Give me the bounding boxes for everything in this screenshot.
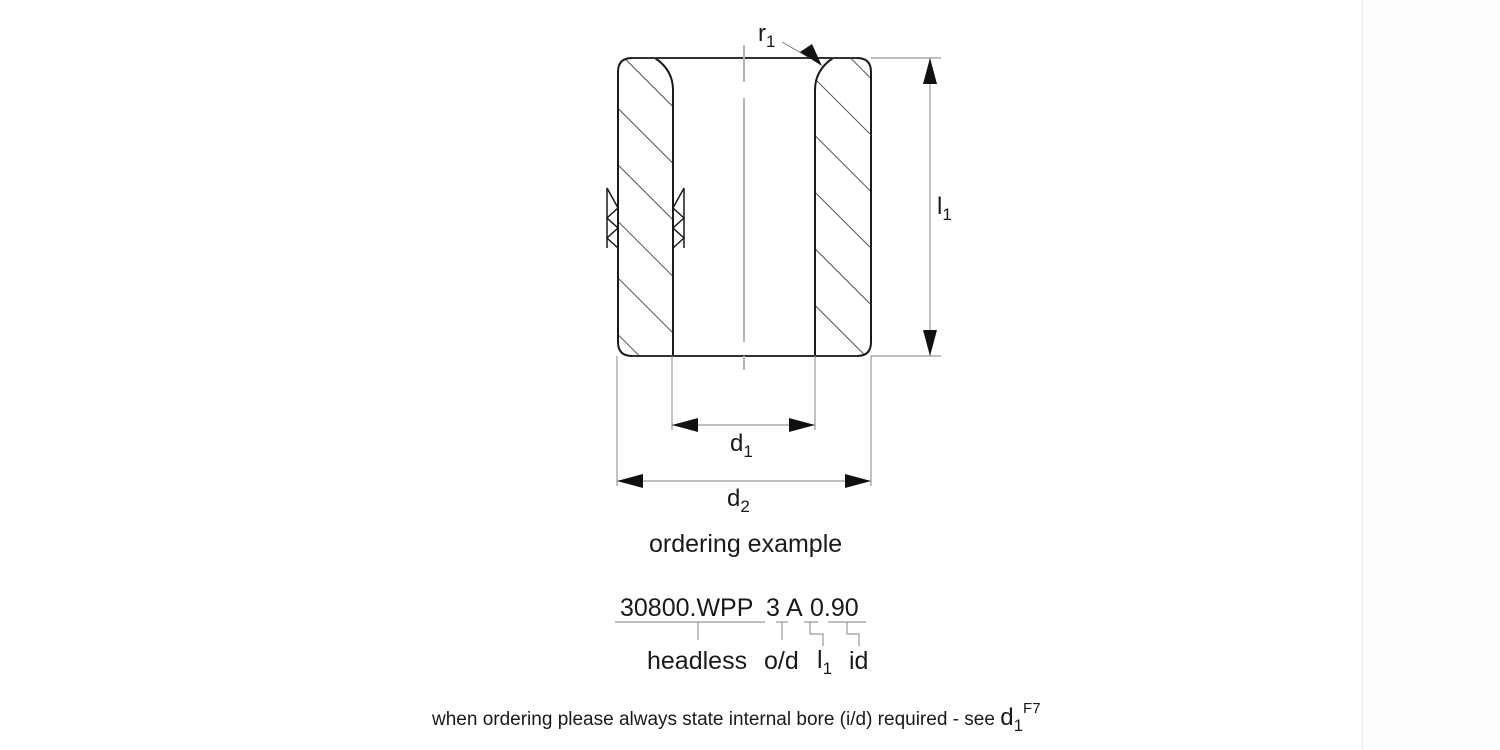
label-r1: r1 bbox=[758, 20, 776, 51]
label-l1: l1 bbox=[937, 193, 952, 224]
page-edge-divider bbox=[1362, 0, 1363, 750]
right-wall-section bbox=[814, 57, 872, 357]
ordering-note: when ordering please always state intern… bbox=[432, 700, 1041, 735]
surface-finish-marks bbox=[605, 187, 686, 249]
code-part-od: 3 bbox=[766, 594, 780, 622]
meaning-l1: l1 bbox=[817, 646, 833, 678]
l1-dimension bbox=[871, 57, 941, 357]
left-wall-section bbox=[617, 57, 674, 357]
ordering-example-title: ordering example bbox=[649, 530, 843, 558]
meaning-headless: headless bbox=[647, 647, 748, 675]
meaning-id: id bbox=[849, 647, 869, 675]
right-margin bbox=[1363, 0, 1500, 750]
d2-dimension bbox=[616, 356, 872, 488]
ordering-code-leaders bbox=[615, 621, 866, 646]
code-part-length: A bbox=[786, 594, 803, 622]
code-part-article: 30800.WPP bbox=[620, 594, 754, 622]
r1-leader bbox=[781, 41, 822, 66]
label-d1: d1 bbox=[730, 430, 753, 461]
meaning-od: o/d bbox=[764, 647, 799, 675]
label-d2: d2 bbox=[727, 485, 750, 516]
d1-dimension bbox=[671, 356, 816, 432]
code-part-id: 0.90 bbox=[810, 594, 859, 622]
